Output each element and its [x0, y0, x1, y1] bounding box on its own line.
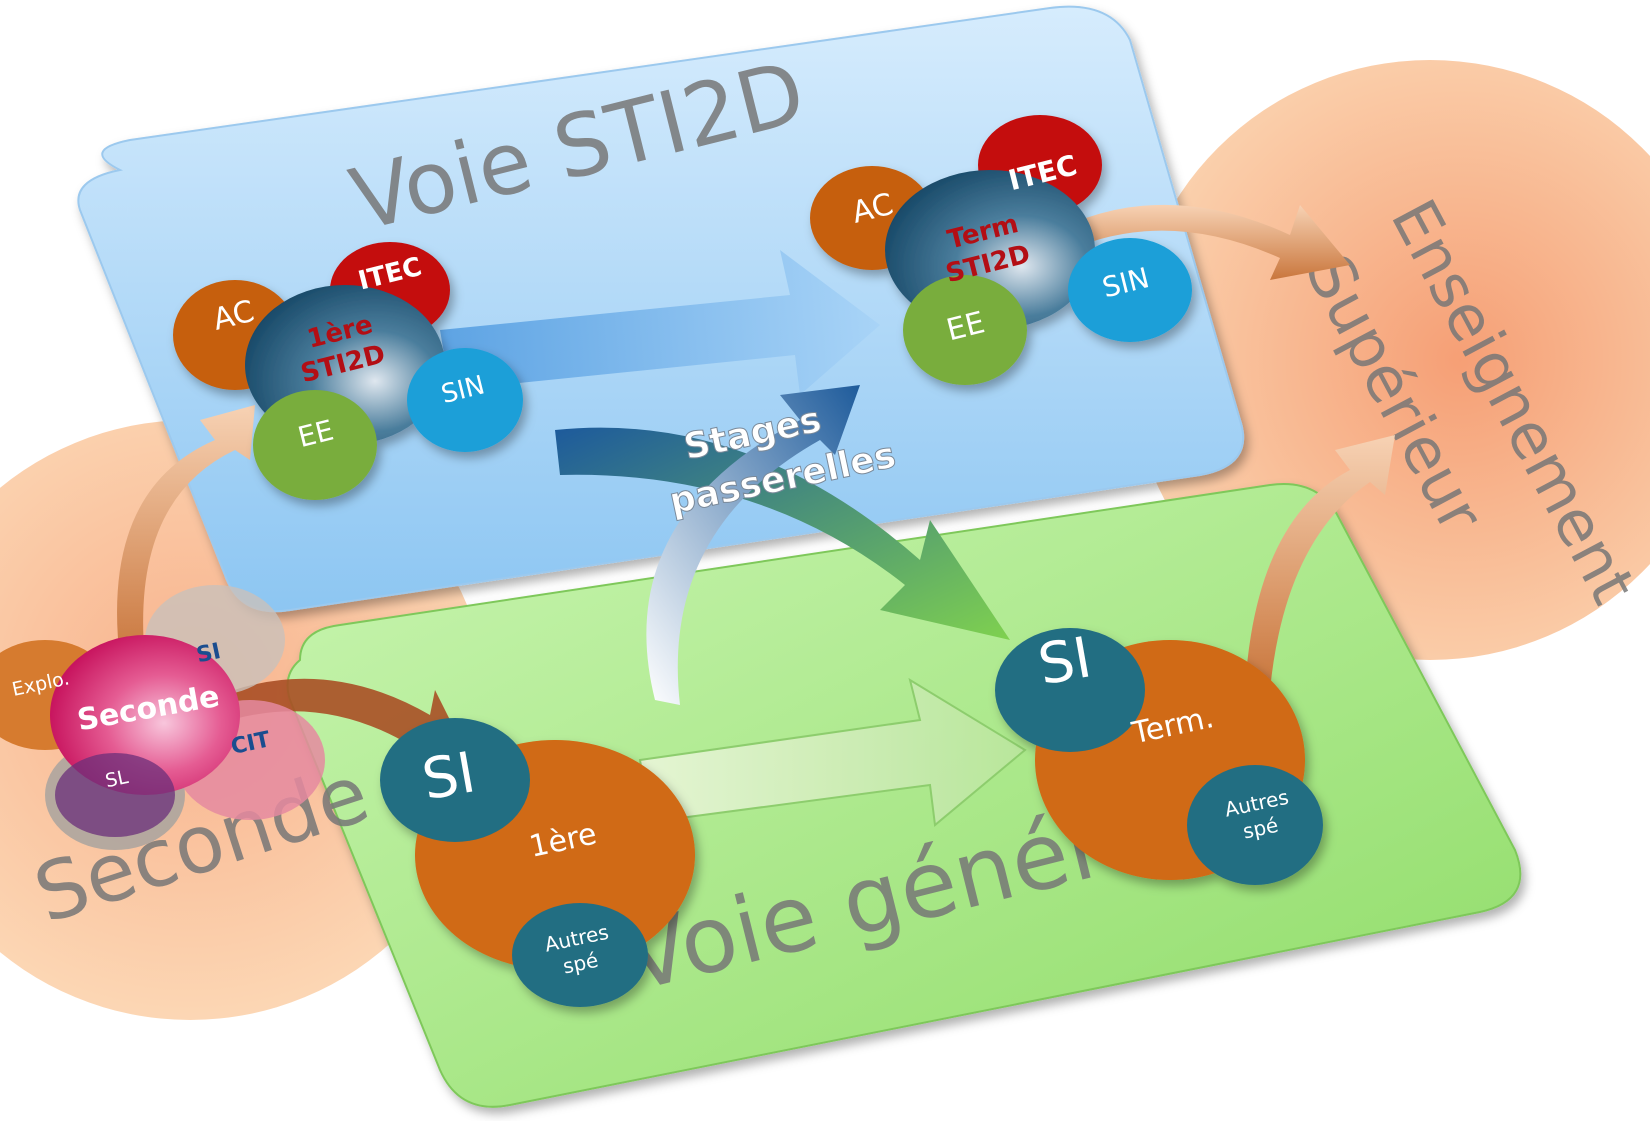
term-sti2d-ee-node — [903, 275, 1027, 385]
passerelle-arrow-to-sti2d — [646, 385, 860, 705]
generale-terminale-autres-node — [1187, 765, 1323, 885]
generale-to-superieur-arrow — [1245, 435, 1395, 690]
generale-premiere-si-label: SI — [418, 740, 481, 813]
seconde-si-label: SI — [194, 639, 223, 668]
seconde-sl-label: SL — [103, 766, 130, 792]
sti2d-premiere-cluster — [173, 242, 523, 500]
generale-premiere-cluster — [380, 718, 695, 1007]
sti2d-progress-arrow — [440, 250, 880, 395]
sti2d-to-superieur-arrow — [1030, 204, 1350, 280]
generale-premiere-autres-node — [512, 903, 648, 1007]
term-sti2d-sin-node — [1068, 238, 1192, 342]
generale-premiere-si-node — [380, 718, 530, 842]
seconde-to-sti2d-arrow — [117, 405, 255, 660]
premiere-sti2d-ee-node — [253, 390, 377, 500]
generale-terminale-cluster — [995, 628, 1323, 885]
sti2d-terminale-cluster — [810, 115, 1192, 385]
generale-terminale-si-node — [995, 628, 1145, 752]
passerelle-arrow-to-generale — [555, 427, 1010, 640]
seconde-cluster: Seconde Explo. SI CIT SL — [0, 585, 325, 850]
generale-terminale-si-label: SI — [1034, 625, 1097, 698]
premiere-sti2d-sin-node — [407, 348, 523, 452]
generale-progress-arrow — [638, 677, 1027, 827]
